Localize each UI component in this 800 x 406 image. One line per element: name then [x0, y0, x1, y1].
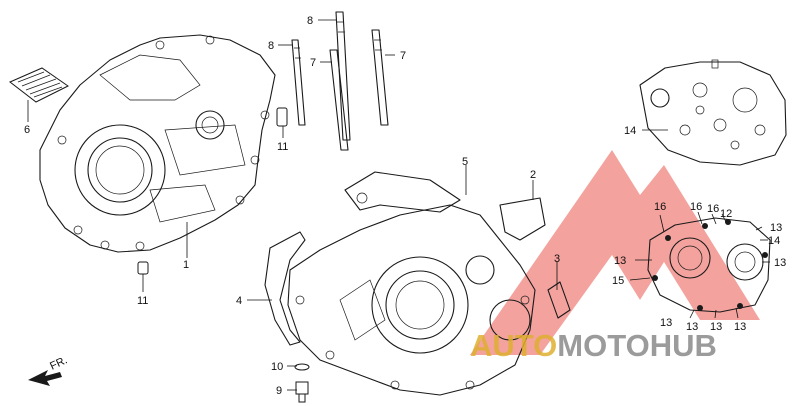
bracket-drawing	[344, 171, 461, 213]
gasket-drawing	[264, 231, 306, 346]
plate-drawing	[499, 197, 546, 241]
callout-1: 1	[183, 259, 189, 271]
callout-14b: 14	[768, 235, 780, 247]
callout-13e: 13	[686, 321, 698, 333]
callout-8a: 8	[268, 40, 274, 52]
leader-lines	[27, 19, 770, 391]
dowel-pins-drawing	[137, 107, 288, 275]
callout-11b: 11	[137, 295, 148, 307]
callout-7b: 7	[400, 50, 406, 62]
callout-16b: 16	[690, 201, 702, 213]
callout-7a: 7	[310, 57, 316, 69]
callout-2: 2	[530, 169, 536, 181]
callout-5: 5	[462, 156, 468, 168]
callout-numbers: 1 2 3 4 5 6 7 7 8 8 9 10 11 11 12 13 13 …	[24, 15, 786, 397]
watermark-prefix: AUTO	[470, 328, 557, 363]
callout-13a: 13	[614, 255, 626, 267]
callout-10: 10	[271, 361, 283, 373]
callout-11a: 11	[277, 141, 288, 153]
callout-16c: 16	[707, 203, 719, 215]
watermark-logo	[470, 150, 760, 355]
callout-15: 15	[612, 275, 624, 287]
callout-14a: 14	[624, 125, 636, 137]
callout-3: 3	[554, 253, 560, 265]
callout-13b: 13	[770, 222, 782, 234]
callout-13c: 13	[774, 257, 786, 269]
front-arrow: FR.	[28, 354, 69, 386]
front-arrow-label: FR.	[48, 354, 69, 372]
studs-drawing	[291, 11, 389, 151]
watermark-suffix: MOTOHUB	[557, 328, 717, 363]
callout-4: 4	[236, 295, 242, 307]
callout-13d: 13	[660, 317, 672, 329]
callout-13g: 13	[734, 321, 746, 333]
side-cover-drawing	[639, 59, 787, 166]
callout-16a: 16	[654, 201, 666, 213]
clip-drawing	[547, 281, 571, 319]
drain-bolt-drawing	[294, 363, 310, 403]
callout-9: 9	[276, 385, 282, 397]
callout-8b: 8	[307, 15, 313, 27]
callout-12: 12	[720, 208, 732, 220]
svg-text:AUTOMOTOHUB: AUTOMOTOHUB	[470, 328, 717, 363]
right-crankcase-drawing	[287, 204, 536, 396]
callout-6: 6	[24, 124, 30, 136]
left-crankcase-drawing	[39, 34, 276, 253]
watermark-text: AUTOMOTOHUB	[470, 328, 717, 363]
strainer-screen-drawing	[9, 67, 69, 103]
callout-13f: 13	[710, 321, 722, 333]
